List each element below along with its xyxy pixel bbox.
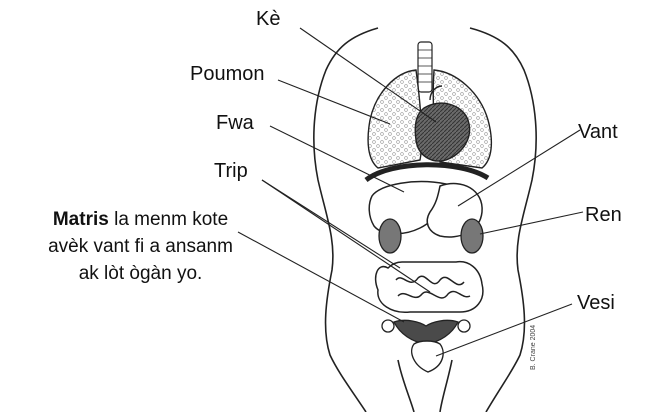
uterus-note-line1-rest: la menm kote — [109, 209, 228, 230]
label-lungs: Poumon — [190, 63, 265, 85]
bladder — [412, 341, 443, 372]
uterus-note: Matris la menm kote avèk vant fi a ansan… — [8, 206, 273, 287]
label-liver: Fwa — [216, 112, 254, 134]
label-intestines: Trip — [214, 160, 248, 182]
uterus-note-line2: avèk vant fi a ansanm — [8, 233, 273, 260]
label-heart: Kè — [256, 8, 280, 30]
large-intestine — [376, 262, 483, 313]
uterus-term: Matris — [53, 209, 109, 230]
label-kidney: Ren — [585, 204, 622, 226]
label-stomach: Vant — [578, 121, 618, 143]
uterus-note-line3: ak lòt ògàn yo. — [8, 260, 273, 287]
artist-signature: B. Crane 2004 — [530, 325, 537, 370]
leader-lungs — [278, 80, 390, 124]
torso-right-leg — [440, 360, 452, 412]
left-kidney — [379, 219, 401, 253]
label-bladder: Vesi — [577, 292, 615, 314]
uterus-note-line1: Matris la menm kote — [8, 206, 273, 233]
leader-kidney — [480, 212, 583, 234]
torso-left-side — [314, 28, 378, 412]
torso-left-leg — [398, 360, 414, 412]
trachea — [418, 42, 432, 92]
right-kidney — [461, 219, 483, 253]
intestines — [376, 262, 483, 313]
small-intestine-coils — [396, 276, 470, 298]
